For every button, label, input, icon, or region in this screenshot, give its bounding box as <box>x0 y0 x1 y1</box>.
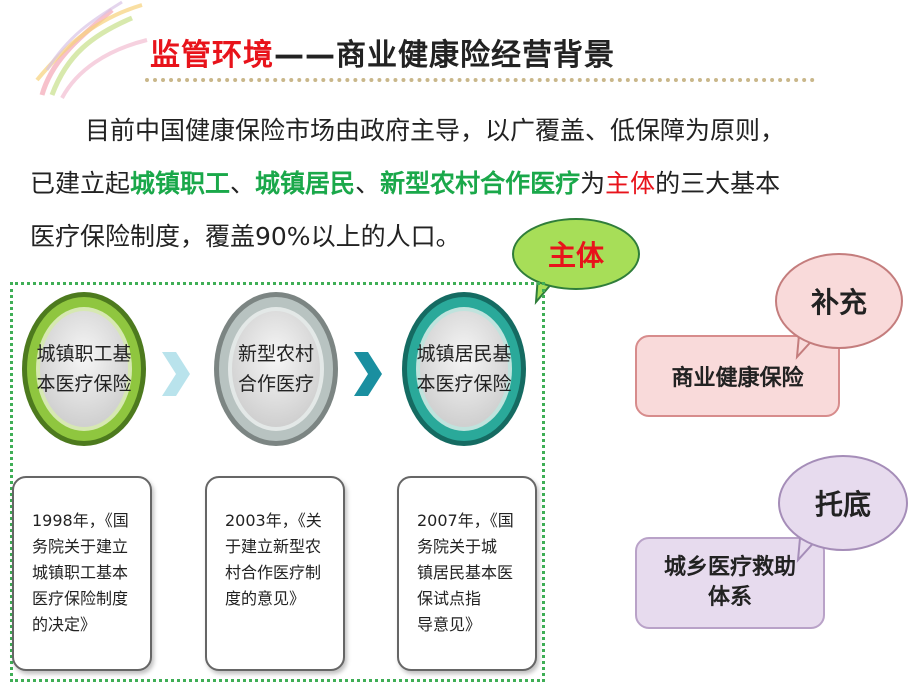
para-text: 的三大基本 <box>655 169 781 198</box>
ring-label-3: 城镇居民基 本医疗保险 <box>416 343 512 395</box>
policy-card-1998: 1998年，《国 务院关于建立 城镇职工基本 医疗保险制度 的决定》 <box>12 476 152 671</box>
page-title: 监管环境——商业健康险经营背景 <box>150 30 615 74</box>
policy-card-2003: 2003年，《关 于建立新型农 村合作医疗制 度的意见》 <box>205 476 345 671</box>
supplement-bubble: 补充 <box>775 253 903 349</box>
para-red: 主体 <box>605 169 656 198</box>
basic-insurance-group <box>10 282 545 682</box>
chevron-right-icon <box>162 352 190 396</box>
policy-card-2007: 2007年，《国 务院关于城 镇居民基本医 保试点指 导意见》 <box>397 476 537 671</box>
intro-paragraph: 目前中国健康保险市场由政府主导，以广覆盖、低保障为原则， 已建立起城镇职工、城镇… <box>30 104 890 263</box>
ring-urban-employee <box>22 292 146 446</box>
para-green-3: 新型农村合作医疗 <box>380 169 581 198</box>
title-highlight: 监管环境 <box>150 38 274 73</box>
ring-rural-coop <box>214 292 338 446</box>
para-line-3: 医疗保险制度，覆盖90%以上的人口。 <box>30 222 461 251</box>
ring-label-2: 新型农村 合作医疗 <box>237 343 314 395</box>
title-divider <box>145 78 815 82</box>
ring-urban-resident <box>402 292 526 446</box>
para-text: 为 <box>580 169 606 198</box>
para-text: 已建立起 <box>30 169 131 198</box>
medical-aid-system: 城乡医疗救助 体系 <box>635 537 825 629</box>
commercial-health-insurance: 商业健康保险 <box>635 335 840 417</box>
title-rest: ——商业健康险经营背景 <box>274 38 615 73</box>
main-bubble: 主体 <box>512 218 640 290</box>
base-bubble: 托底 <box>778 455 908 551</box>
para-sep: 、 <box>230 169 256 198</box>
para-sep: 、 <box>355 169 381 198</box>
swirl-logo-icon <box>35 0 148 99</box>
ring-label-1: 城镇职工基 本医疗保险 <box>36 343 132 395</box>
chevron-right-icon <box>354 352 382 396</box>
para-green-2: 城镇居民 <box>255 169 356 198</box>
para-line-1: 目前中国健康保险市场由政府主导，以广覆盖、低保障为原则， <box>85 116 786 145</box>
para-green-1: 城镇职工 <box>130 169 231 198</box>
